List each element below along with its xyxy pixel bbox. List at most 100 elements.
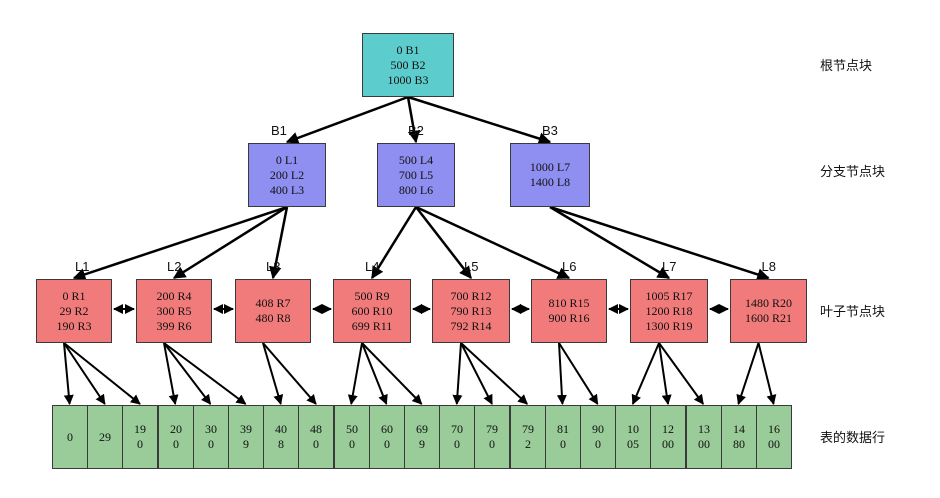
side-label-rows: 表的数据行	[820, 431, 886, 446]
edge-branch-to-leaf	[549, 205, 770, 281]
leaf-label: L2	[167, 259, 182, 274]
leaf-node-l2-line: 300 R5	[156, 303, 192, 318]
data-row-cell-line: 81	[557, 422, 569, 436]
data-row-cell-line: 20	[170, 422, 182, 436]
leaf-node-l1-line: 29 R2	[59, 303, 89, 318]
leaf-node-l1-line: 0 R1	[62, 288, 86, 303]
branch-node-b2-line: 500 L4	[398, 152, 434, 167]
side-label-branch: 分支节点块	[820, 165, 886, 180]
edge-leaf-to-row	[361, 342, 423, 405]
data-row-cell-line: 0	[595, 437, 601, 451]
data-row-cell-line: 00	[768, 437, 780, 451]
leaf-node-l7-line: 1300 R19	[645, 318, 693, 333]
side-label-leaf: 叶子节点块	[820, 305, 886, 320]
data-row-cell-line: 39	[240, 422, 252, 436]
branch-node-b3-line: 1400 L8	[529, 175, 571, 189]
leaf-node-l5-line: 700 R12	[450, 288, 492, 303]
edge-root-to-branch	[285, 95, 409, 144]
edge-leaf-to-row	[262, 342, 284, 405]
leaf-label: L1	[75, 259, 90, 274]
edge-branch-to-leaf	[72, 205, 288, 281]
edge-leaf-to-row	[460, 342, 493, 405]
edge-branch-to-leaf	[370, 206, 418, 280]
edge-leaf-to-row	[63, 342, 141, 405]
edge-branch-to-leaf	[172, 205, 288, 280]
edge-branch-to-leaf	[415, 206, 472, 279]
edge-leaf-to-row	[631, 342, 660, 405]
edge-leaf-to-row	[658, 342, 672, 405]
leaf-node-l2-line: 399 R6	[156, 318, 192, 333]
leaf-node-l3-line: 480 R8	[255, 311, 291, 325]
root-node-line: 500 B2	[390, 57, 426, 72]
data-row-cell-line: 14	[733, 422, 745, 436]
data-row-cell-line: 0	[313, 437, 319, 451]
edge-leaf-to-row	[556, 342, 567, 405]
leaf-label: L6	[562, 259, 577, 274]
edge-leaf-to-row	[163, 342, 179, 405]
data-row-cell-line: 8	[278, 437, 284, 451]
leaf-node-l3-line: 408 R7	[255, 296, 291, 310]
data-row-cell-line: 9	[243, 437, 249, 451]
edge-leaf-to-row	[63, 342, 106, 405]
data-row-cell-line: 0	[137, 437, 143, 451]
data-row-cell-line: 00	[662, 437, 674, 451]
data-row-cell-line: 9	[419, 437, 425, 451]
leaf-node-l8-line: 1600 R21	[744, 311, 792, 325]
leaf-node-l2-line: 200 R4	[156, 288, 192, 303]
data-row-cell-line: 0	[208, 437, 214, 451]
edge-leaf-to-row	[452, 342, 463, 405]
leaf-node-l5-line: 792 R14	[450, 318, 492, 333]
edge-leaf-to-row	[361, 342, 388, 405]
leaf-label: L7	[662, 259, 677, 274]
edge-leaf-to-row	[558, 342, 599, 405]
edge-leaf-to-row	[460, 342, 528, 405]
data-row-cell-line: 0	[173, 437, 179, 451]
data-row-cell: 0	[52, 405, 88, 469]
data-row-cell: 29	[87, 405, 123, 469]
data-row-cell-line: 60	[381, 422, 393, 436]
root-node-line: 0 B1	[396, 42, 420, 57]
data-row-cell-line: 0	[384, 437, 390, 451]
data-row-cell-line: 13	[698, 422, 710, 436]
leaf-label: L8	[761, 259, 776, 274]
leaf-node-l6-line: 810 R15	[548, 296, 590, 310]
edge-leaf-to-row	[757, 342, 777, 405]
side-label-root: 根节点块	[820, 59, 873, 74]
edge-leaf-to-row	[163, 342, 212, 405]
edge-branch-to-leaf	[269, 206, 289, 280]
leaf-label: L5	[464, 259, 479, 274]
data-row-cell-line: 05	[627, 437, 639, 451]
leaf-node-l8-line: 1480 R20	[744, 296, 792, 310]
edge-leaf-to-row	[163, 342, 247, 405]
root-node-line: 1000 B3	[387, 72, 429, 87]
data-row-cell-line: 70	[451, 422, 463, 436]
leaf-node-l5-line: 790 R13	[450, 303, 492, 318]
edge-leaf-to-row	[347, 342, 363, 405]
data-row-cell-line: 0	[454, 437, 460, 451]
branch-node-b2-line: 800 L6	[398, 182, 434, 197]
edge-leaf-to-row	[262, 342, 317, 405]
